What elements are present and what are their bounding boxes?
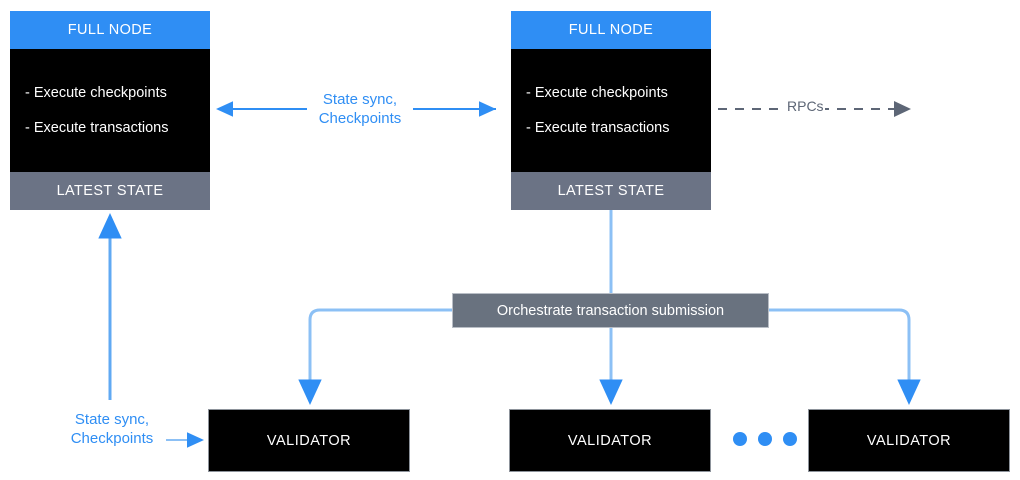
full-node-right[interactable]: FULL NODE - Execute checkpoints - Execut… — [511, 11, 711, 210]
full-node-left-header: FULL NODE — [10, 11, 210, 49]
validator-right-label: VALIDATOR — [866, 432, 952, 449]
edge-orchestrator-to-validator-left — [298, 308, 452, 405]
ellipsis-dot-1 — [733, 432, 747, 446]
validator-right[interactable]: VALIDATOR — [808, 409, 1010, 472]
orchestrate-transaction-submission-box[interactable]: Orchestrate transaction submission — [452, 293, 769, 328]
validator-left-label: VALIDATOR — [266, 432, 352, 449]
full-node-right-body: - Execute checkpoints - Execute transact… — [511, 49, 711, 172]
validator-left[interactable]: VALIDATOR — [208, 409, 410, 472]
full-node-right-bullet-1: - Execute checkpoints — [526, 85, 668, 101]
ellipsis-dot-3 — [783, 432, 797, 446]
edge-label-state-sync-bottom: State sync, Checkpoints — [58, 410, 166, 448]
edge-label-state-sync-bottom-line2: Checkpoints — [70, 430, 154, 447]
more-validators-ellipsis — [733, 432, 797, 446]
full-node-left[interactable]: FULL NODE - Execute checkpoints - Execut… — [10, 11, 210, 210]
full-node-right-latest-state: LATEST STATE — [511, 172, 711, 210]
edge-label-state-sync-top: State sync, Checkpoints — [307, 90, 413, 128]
edge-orchestrator-to-validator-right — [769, 308, 921, 405]
validator-middle-label: VALIDATOR — [567, 432, 653, 449]
full-node-left-bullet-1: - Execute checkpoints — [25, 85, 167, 101]
full-node-right-bullet-2: - Execute transactions — [526, 120, 670, 136]
edge-label-state-sync-top-line1: State sync, — [322, 91, 398, 108]
validator-middle[interactable]: VALIDATOR — [509, 409, 711, 472]
ellipsis-dot-2 — [758, 432, 772, 446]
full-node-left-body: - Execute checkpoints - Execute transact… — [10, 49, 210, 172]
full-node-left-bullet-2: - Execute transactions — [25, 120, 169, 136]
edge-label-rpcs: RPCs — [786, 98, 825, 114]
edge-state-sync-validator-to-fullnode — [98, 213, 204, 448]
edge-label-state-sync-top-line2: Checkpoints — [318, 110, 402, 127]
edge-label-state-sync-bottom-line1: State sync, — [74, 411, 150, 428]
full-node-right-header: FULL NODE — [511, 11, 711, 49]
full-node-left-latest-state: LATEST STATE — [10, 172, 210, 210]
